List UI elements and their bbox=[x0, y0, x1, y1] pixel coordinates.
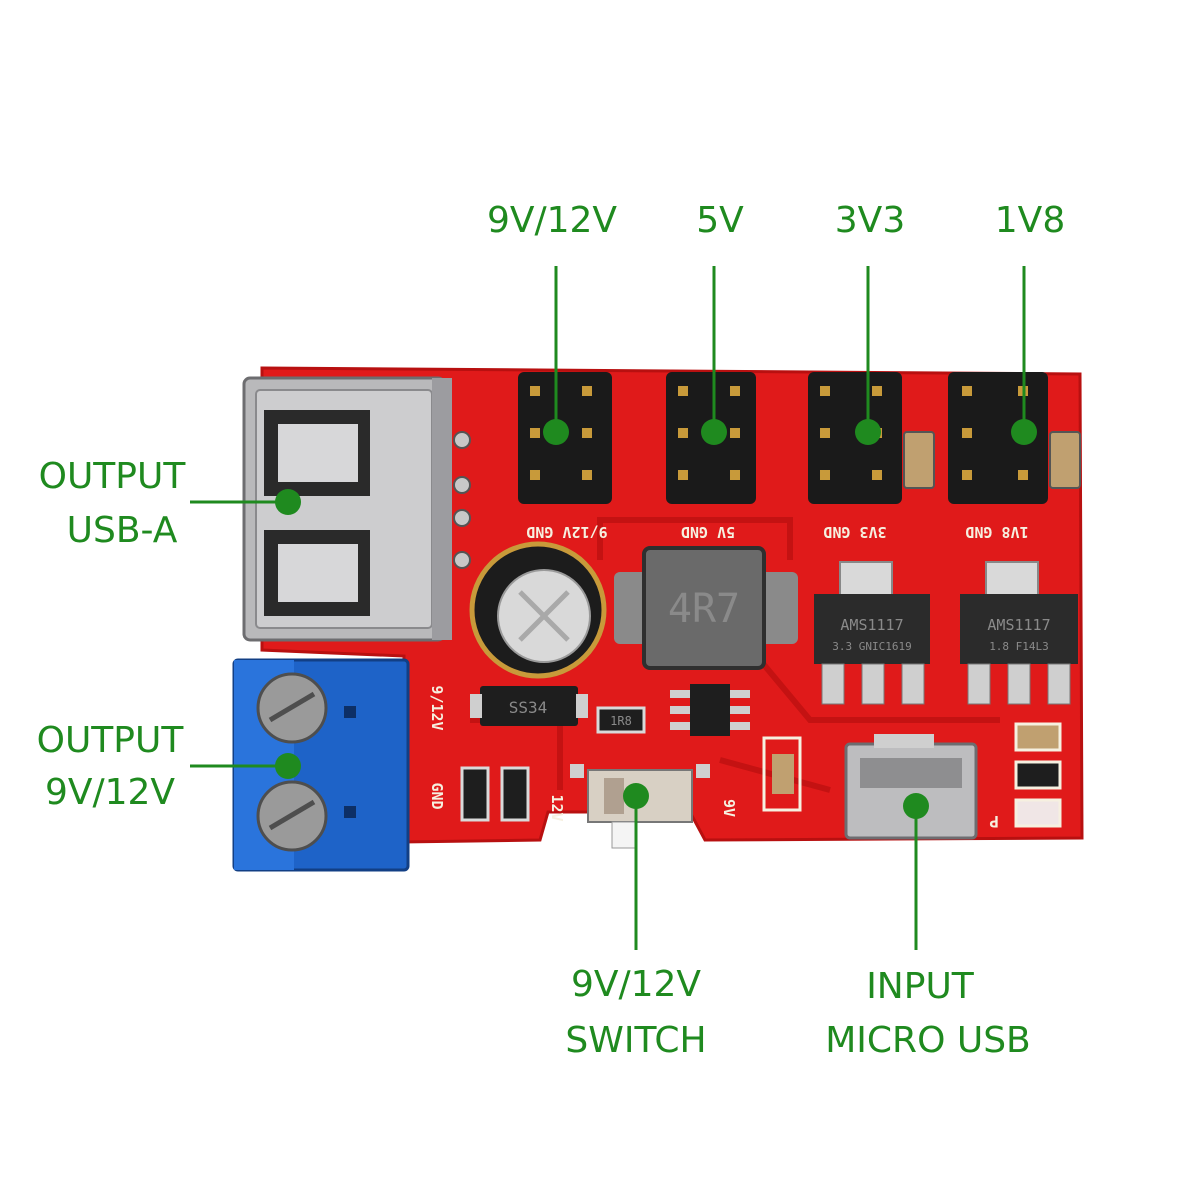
silk-hdr4: 1V8 GND bbox=[965, 523, 1028, 541]
leader-dot bbox=[701, 419, 727, 445]
leader-dot bbox=[855, 419, 881, 445]
smd-resistor bbox=[1014, 760, 1062, 790]
leader-dot bbox=[623, 783, 649, 809]
silk-terminal-9-12v: 9/12V bbox=[428, 685, 446, 730]
smd-capacitor bbox=[903, 431, 935, 489]
electrolytic-capacitor bbox=[469, 541, 607, 679]
silk-terminal-gnd: GND bbox=[428, 782, 446, 809]
silk-power-p: P bbox=[989, 812, 999, 831]
leader-dot bbox=[275, 753, 301, 779]
silk-hdr3: 3V3 GND bbox=[823, 523, 886, 541]
pin-header-3v3 bbox=[808, 372, 902, 504]
label-header-1v8: 1V8 bbox=[995, 200, 1065, 241]
smd-resistor: 1R8 bbox=[596, 706, 646, 734]
label-switch-line1: 9V/12V bbox=[571, 964, 701, 1005]
leader-dot bbox=[1011, 419, 1037, 445]
pcb-trace bbox=[757, 658, 1000, 723]
boost-ic bbox=[670, 684, 750, 736]
smd-capacitor bbox=[762, 736, 802, 812]
diode-marking: SS34 bbox=[509, 698, 548, 717]
screw-terminal bbox=[232, 658, 410, 872]
smd-resistor bbox=[1014, 722, 1062, 752]
leader-dot bbox=[903, 793, 929, 819]
resistor-marking: 1R8 bbox=[610, 714, 632, 728]
label-input-line1: INPUT bbox=[866, 966, 975, 1007]
silk-switch-9v: 9V bbox=[720, 799, 738, 817]
label-switch-line2: SWITCH bbox=[565, 1020, 706, 1061]
smd-resistor bbox=[460, 766, 490, 822]
label-usb-a-line2: USB-A bbox=[67, 510, 178, 551]
regulator-3v3-marking: AMS1117 bbox=[840, 616, 903, 634]
leader-dot bbox=[275, 489, 301, 515]
power-led bbox=[1014, 798, 1062, 828]
regulator-1v8-code: 1.8 F14L3 bbox=[989, 640, 1049, 653]
smd-capacitor bbox=[772, 754, 794, 794]
diode: SS34 bbox=[470, 686, 588, 726]
leader-dot bbox=[543, 419, 569, 445]
regulator-1v8-marking: AMS1117 bbox=[987, 616, 1050, 634]
usb-a-port bbox=[242, 376, 471, 642]
label-input-line2: MICRO USB bbox=[825, 1020, 1031, 1061]
label-terminal-line1: OUTPUT bbox=[37, 720, 185, 761]
label-header-3v3: 3V3 bbox=[835, 200, 905, 241]
regulator-1v8: AMS1117 1.8 F14L3 bbox=[960, 561, 1078, 705]
inductor-marking: 4R7 bbox=[668, 586, 740, 632]
pcb-trace bbox=[597, 517, 793, 560]
label-header-9v12v: 9V/12V bbox=[487, 200, 617, 241]
silk-hdr2: 5V GND bbox=[681, 523, 735, 541]
silk-hdr1: 9/12V GND bbox=[526, 523, 607, 541]
callout-leaders bbox=[190, 266, 1037, 950]
smd-capacitor bbox=[1049, 431, 1081, 489]
silk-switch-12v: 12V bbox=[548, 794, 566, 821]
label-usb-a-line1: OUTPUT bbox=[39, 456, 187, 497]
micro-usb-port bbox=[844, 734, 978, 840]
regulator-3v3: AMS1117 3.3 GNIC1619 bbox=[814, 561, 930, 705]
label-terminal-line2: 9V/12V bbox=[45, 772, 175, 813]
smd-resistor bbox=[500, 766, 530, 822]
regulator-3v3-code: 3.3 GNIC1619 bbox=[832, 640, 911, 653]
inductor: 4R7 bbox=[614, 546, 798, 670]
label-header-5v: 5V bbox=[696, 200, 744, 241]
